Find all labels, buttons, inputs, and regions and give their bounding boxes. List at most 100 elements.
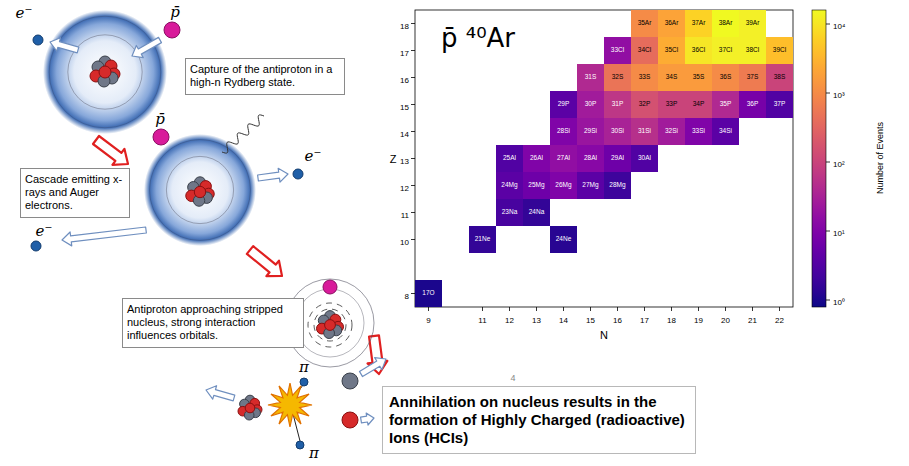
heatmap-cell: 32P <box>631 91 658 118</box>
antiproton-ball <box>164 22 180 38</box>
heatmap-cell: 30Al <box>631 145 658 172</box>
colorbar-tick-mark <box>826 162 830 163</box>
cell-label: 29Si <box>584 128 597 135</box>
cell-label: 35Cl <box>665 47 678 54</box>
heatmap-cell: 35P <box>712 91 739 118</box>
axis-tick: 16 <box>613 310 622 326</box>
heatmap-cell: 31S <box>577 64 604 91</box>
antiproton-label-text: p̄ <box>155 110 165 128</box>
axis-tick: 12 <box>400 178 409 194</box>
axis-tick-mark <box>590 307 591 311</box>
pion-label: π <box>299 359 309 375</box>
cell-label: 31Si <box>638 128 651 135</box>
axis-tick-text: 12 <box>505 316 514 325</box>
heatmap-cell: 24Mg <box>496 172 523 199</box>
axis-title: Z <box>390 150 397 166</box>
axis-tick-mark <box>536 307 537 311</box>
axis-tick: 11 <box>478 310 486 326</box>
axis-tick-text: 10 <box>400 238 409 247</box>
cell-label: 21Ne <box>475 236 491 243</box>
axis-tick: 21 <box>748 310 757 326</box>
text-box: Antiproton approaching stripped nucleus,… <box>122 298 304 348</box>
cell-label: 37P <box>774 101 786 108</box>
axis-tick-text: 11 <box>478 316 486 325</box>
heatmap-cell: 30Si <box>604 118 631 145</box>
axis-tick-text: 8 <box>405 292 409 301</box>
cell-label: 28Al <box>584 155 597 162</box>
axis-tick-mark <box>644 307 645 311</box>
cell-label: 33S <box>639 74 651 81</box>
heatmap-cell: 33P <box>658 91 685 118</box>
cell-label: 28Si <box>557 128 570 135</box>
cell-label: 33Cl <box>611 47 624 54</box>
cell-label: 29P <box>558 101 570 108</box>
heatmap-cell: 24Ne <box>550 226 577 253</box>
page-number: 4 <box>510 368 515 384</box>
axis-tick-text: 22 <box>775 316 784 325</box>
pion-dot <box>300 378 308 386</box>
heatmap-cell: 36S <box>712 64 739 91</box>
interaction-ripple <box>308 303 352 347</box>
fragment-arrow <box>361 413 374 425</box>
heatmap-cell: 27Mg <box>577 172 604 199</box>
axis-tick: 11 <box>401 205 409 221</box>
axis-tick: 13 <box>532 310 541 326</box>
text-box: Cascade emitting x-rays and Auger electr… <box>20 168 130 218</box>
axis-tick-mark <box>671 307 672 311</box>
axis-tick-text: 19 <box>694 316 703 325</box>
heatmap-cell: 34Cl <box>631 37 658 64</box>
heatmap-cell: 38Cl <box>739 37 766 64</box>
heatmap-cell: 39Cl <box>766 37 793 64</box>
heatmap-cell: 36Ar <box>658 10 685 37</box>
nucleon <box>245 403 255 413</box>
cell-label: 31P <box>612 101 624 108</box>
axis-tick-text: 13 <box>400 157 409 166</box>
axis-title-text: Z <box>390 153 397 165</box>
axis-title-text: N <box>600 329 608 341</box>
heatmap-cell: 33Cl <box>604 37 631 64</box>
heatmap-cell: 34P <box>685 91 712 118</box>
capture-arrow <box>132 37 161 57</box>
pion-label-text: π <box>299 358 309 376</box>
colorbar-tick: 10² <box>833 154 845 170</box>
axis-tick: 12 <box>505 310 514 326</box>
fragment-ball <box>342 373 358 389</box>
orbit-ring <box>296 289 364 357</box>
axis-tick-mark <box>411 23 415 24</box>
cell-label: 36Ar <box>665 20 679 27</box>
heatmap-cell: 38Ar <box>712 10 739 37</box>
axis-tick-mark <box>509 307 510 311</box>
cell-label: 32P <box>639 101 651 108</box>
step-arrow <box>93 136 128 165</box>
axis-tick-text: 15 <box>586 316 595 325</box>
cell-label: 39Ar <box>746 20 760 27</box>
heatmap-cell: 31Si <box>631 118 658 145</box>
electron-label: e⁻ <box>36 223 53 239</box>
colorbar-label: Number of Events <box>870 122 886 194</box>
cell-label: 37Ar <box>692 20 706 27</box>
cell-label: 31S <box>585 74 597 81</box>
colorbar-tick-text: 10³ <box>833 91 845 100</box>
antiproton-label-text: p̄ <box>170 3 180 21</box>
emission-arrow <box>62 227 146 246</box>
axis-tick-text: 14 <box>559 316 568 325</box>
plot-frame <box>415 10 793 307</box>
axis-tick-mark <box>725 307 726 311</box>
axis-tick-mark <box>752 307 753 311</box>
colorbar-tick-mark <box>826 300 830 301</box>
heatmap-cell: 28Si <box>550 118 577 145</box>
axis-tick-text: 15 <box>400 103 409 112</box>
axis-tick-mark <box>411 212 415 213</box>
cell-label: 38S <box>774 74 786 81</box>
axis-title: N <box>600 326 608 342</box>
axis-tick: 19 <box>694 310 703 326</box>
cell-label: 30Si <box>611 128 624 135</box>
cell-label: 32S <box>612 74 624 81</box>
axis-tick-mark <box>411 185 415 186</box>
cell-label: 24Na <box>529 209 545 216</box>
step-arrow <box>247 246 282 276</box>
electron-dot <box>31 241 41 251</box>
axis-tick-mark <box>779 307 780 311</box>
axis-tick-mark <box>411 50 415 51</box>
